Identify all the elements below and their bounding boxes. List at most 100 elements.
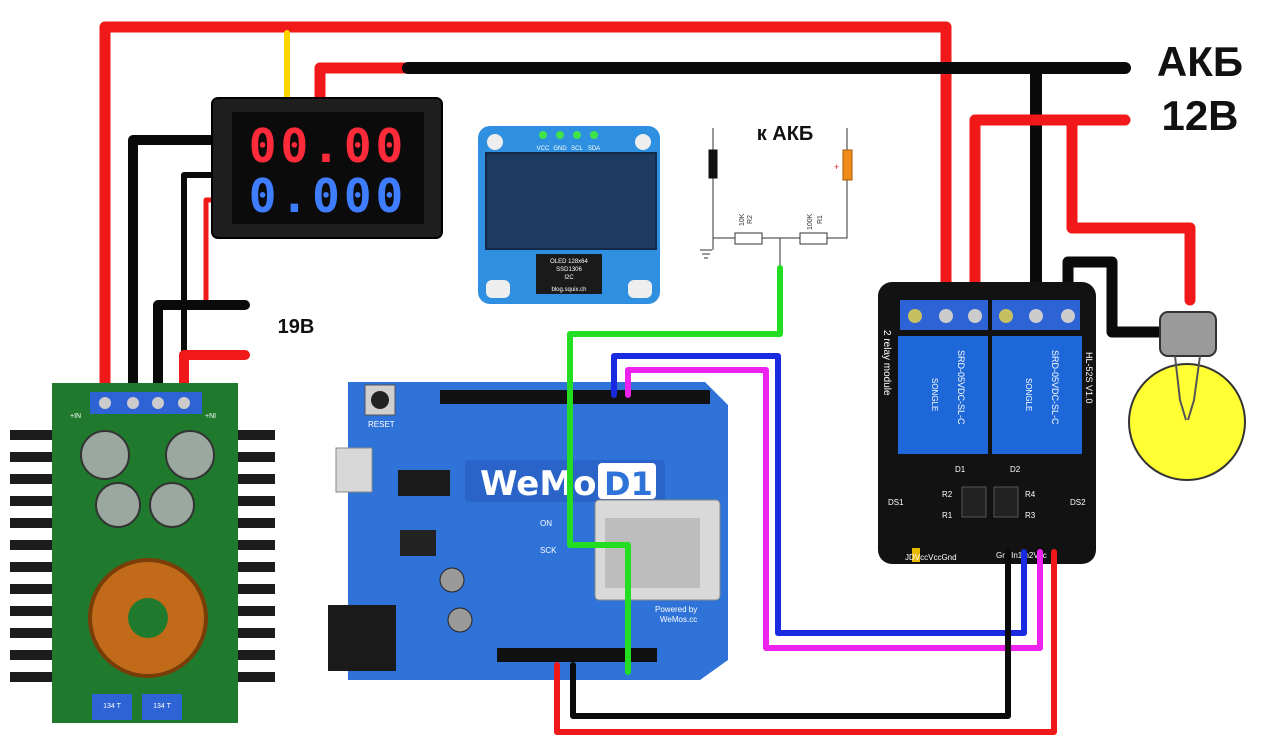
divider-battery-negative-terminal	[708, 149, 718, 179]
red-wire-voltmeter-battery	[314, 62, 414, 106]
oled-display-module: VCC GND SCL SDA OLED 128x64 SSD1306 I2C …	[478, 126, 660, 304]
converter-out-label: +NI	[205, 413, 216, 420]
capacitor	[447, 607, 473, 633]
oled-chip-label: SSD1306	[556, 267, 582, 273]
terminal-screw	[99, 397, 111, 409]
voltage-regulator	[400, 530, 436, 556]
voltmeter-glass	[232, 112, 424, 224]
bulb-base	[1159, 311, 1217, 357]
powered-by-label: Powered by	[655, 605, 697, 614]
terminal-screw	[939, 309, 953, 323]
micro-usb-port	[335, 447, 373, 493]
resistor-r2-name: R2	[747, 215, 754, 224]
bottom-pin-header	[497, 648, 657, 662]
voltmeter-top-readout: 00.00	[249, 119, 407, 173]
relay-r1: R1	[942, 511, 953, 520]
dc-dc-converter: +IN +NI 134 T 134 T	[10, 383, 275, 723]
terminal-screw	[1029, 309, 1043, 323]
supply-voltage-label: 19В	[278, 316, 315, 338]
green-wire-divider-to-a0	[567, 265, 783, 675]
relay-module: SRD-05VDC-SL-C SRD-05VDC-SL-C SONGLE SON…	[878, 282, 1096, 564]
relay-1	[898, 336, 988, 454]
reset-button[interactable]	[364, 384, 396, 416]
relay-module-model: HL-52S V1.0	[1084, 352, 1094, 404]
oled-screen	[485, 152, 657, 250]
oled-mount-hole	[487, 134, 503, 150]
relay-r3: R3	[1025, 511, 1036, 520]
capacitor	[165, 430, 215, 480]
converter-in-label: +IN	[70, 413, 81, 420]
voltage-divider-schematic	[700, 128, 853, 268]
oled-chip	[536, 254, 602, 294]
to-battery-label: к АКБ	[757, 123, 814, 145]
resistor-r2-value: 10K	[739, 213, 746, 226]
terminal-screw	[1061, 309, 1075, 323]
potentiometer-label: 134 T	[103, 703, 121, 710]
wemos-logo-right: D1	[604, 465, 653, 503]
relay-d2: D2	[1010, 465, 1021, 474]
divider-wire	[827, 178, 848, 239]
oled-chip-label: I2C	[564, 275, 574, 281]
oled-mount-hole	[635, 134, 651, 150]
relay-ds1: DS1	[888, 498, 904, 507]
powered-by-url: WeMos.cc	[660, 615, 697, 624]
esp8266-shield	[605, 518, 700, 588]
oled-pin-label: SCL	[571, 146, 583, 152]
potentiometer	[92, 694, 132, 720]
toroid-inductor-core	[128, 598, 168, 638]
relay-2	[992, 336, 1082, 454]
capacitor	[149, 482, 195, 528]
oled-pin-label: VCC	[537, 146, 550, 152]
thin-red-wire-voltmeter	[203, 197, 215, 303]
optocoupler	[993, 486, 1019, 518]
terminal-screw	[968, 309, 982, 323]
terminal-screw	[127, 397, 139, 409]
wemos-d1-board: RESET WeMos D1 ON SCK Powered by WeMos.c…	[328, 382, 728, 680]
relay-r4: R4	[1025, 490, 1036, 499]
voltmeter: 00.00 0.000	[211, 97, 443, 239]
logo-d1-bg	[598, 463, 656, 499]
jumper	[912, 548, 920, 562]
divider-battery-positive-terminal	[842, 149, 853, 181]
converter-terminal-block	[90, 392, 202, 414]
battery-label-line2: 12В	[1161, 92, 1238, 139]
red-wire-19v-input	[179, 350, 250, 400]
relay-r2: R2	[942, 490, 953, 499]
blue-wire-d3-to-in1	[611, 353, 1027, 636]
oled-pin-label: SDA	[588, 146, 600, 152]
relay-1-brand: SONGLE	[930, 378, 939, 411]
potentiometer-label: 134 T	[153, 703, 171, 710]
resistor-r1-name: R1	[817, 215, 824, 224]
relay-2-brand: SONGLE	[1024, 378, 1033, 411]
signal-wires	[554, 265, 1057, 735]
resistor-r1	[799, 232, 828, 245]
resistor-r2	[734, 232, 763, 245]
reset-button-cap	[371, 391, 389, 409]
oled-pin-label: GND	[553, 146, 567, 152]
black-wire-gnd-to-relay	[570, 549, 1011, 719]
oled-pin	[573, 131, 581, 139]
terminal-screw	[999, 309, 1013, 323]
oled-mount-pad	[628, 280, 652, 298]
magenta-wire-d4-to-in2	[625, 367, 1043, 651]
light-bulb	[1128, 311, 1246, 481]
battery-label-line1: АКБ	[1157, 38, 1243, 85]
bulb-filament	[1174, 355, 1201, 421]
ch340-chip	[398, 470, 450, 496]
relay-d1: D1	[955, 465, 966, 474]
top-wires	[99, 21, 1196, 401]
oled-pin	[539, 131, 547, 139]
plus-sign: +	[834, 162, 839, 172]
capacitor	[439, 567, 465, 593]
top-pin-header	[440, 390, 710, 404]
dc-power-jack	[328, 605, 396, 671]
converter-wires	[128, 135, 250, 400]
red-wire-battery-to-bulb	[1066, 114, 1196, 306]
sck-label: SCK	[540, 546, 557, 555]
optocoupler	[961, 486, 987, 518]
relay-ds2: DS2	[1070, 498, 1086, 507]
black-wire-converter-to-voltmeter	[128, 135, 217, 400]
relay-module-title: 2 relay module	[881, 330, 892, 396]
red-wire-5v-to-relay	[554, 549, 1057, 735]
